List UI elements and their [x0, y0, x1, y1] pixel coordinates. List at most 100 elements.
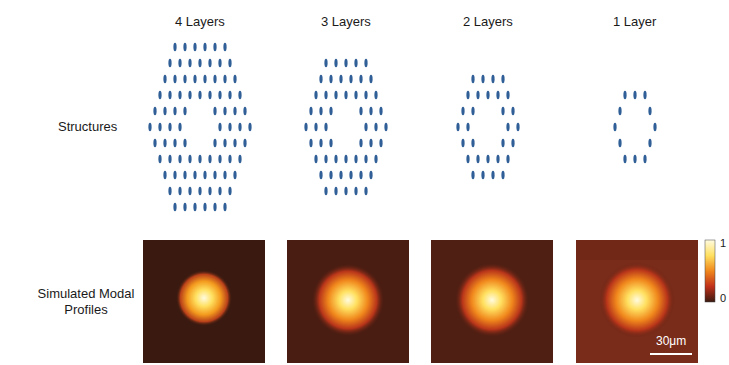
- rod: [643, 91, 646, 99]
- rod: [339, 171, 342, 179]
- rod: [203, 75, 206, 83]
- rod: [203, 171, 206, 179]
- rod: [334, 59, 337, 67]
- rod: [329, 107, 332, 115]
- rod: [466, 123, 469, 131]
- rod: [319, 107, 322, 115]
- rod: [203, 203, 206, 211]
- label: 2 Layers: [463, 14, 513, 30]
- rod: [476, 155, 479, 163]
- rod: [193, 75, 196, 83]
- rod: [243, 139, 246, 147]
- rod: [359, 171, 362, 179]
- rod: [218, 155, 221, 163]
- rod: [173, 43, 176, 51]
- rod: [314, 91, 317, 99]
- label: 1: [720, 237, 726, 250]
- rod: [374, 91, 377, 99]
- rod: [178, 187, 181, 195]
- rod: [481, 171, 484, 179]
- rod: [213, 75, 216, 83]
- rod: [208, 59, 211, 67]
- rod: [511, 107, 514, 115]
- rod: [466, 91, 469, 99]
- rod: [198, 91, 201, 99]
- rod: [334, 187, 337, 195]
- rod: [369, 139, 372, 147]
- rod: [324, 155, 327, 163]
- rod: [228, 123, 231, 131]
- rod: [223, 139, 226, 147]
- rod: [364, 155, 367, 163]
- rod: [653, 123, 656, 131]
- rod: [329, 75, 332, 83]
- rod: [334, 155, 337, 163]
- rod: [481, 75, 484, 83]
- rod: [496, 155, 499, 163]
- rod: [148, 123, 151, 131]
- rod: [506, 155, 509, 163]
- rod: [623, 91, 626, 99]
- rod: [379, 107, 382, 115]
- rod: [461, 139, 464, 147]
- rod: [319, 139, 322, 147]
- rod: [643, 155, 646, 163]
- rod: [173, 107, 176, 115]
- rod: [329, 139, 332, 147]
- rod: [324, 59, 327, 67]
- rod: [369, 75, 372, 83]
- rod: [339, 75, 342, 83]
- rod: [501, 139, 504, 147]
- rod: [359, 139, 362, 147]
- rod: [364, 123, 367, 131]
- rod: [633, 155, 636, 163]
- rod: [163, 139, 166, 147]
- rod: [344, 155, 347, 163]
- rod: [486, 91, 489, 99]
- rod: [384, 123, 387, 131]
- rod: [183, 139, 186, 147]
- modal-profiles: [143, 240, 698, 363]
- rod: [233, 75, 236, 83]
- rod: [359, 75, 362, 83]
- rod: [369, 107, 372, 115]
- rod: [153, 139, 156, 147]
- rod: [183, 75, 186, 83]
- rod: [359, 107, 362, 115]
- rod: [613, 123, 616, 131]
- rod: [491, 171, 494, 179]
- label: Structures: [58, 119, 117, 135]
- rod: [319, 75, 322, 83]
- rod: [218, 59, 221, 67]
- rod: [158, 155, 161, 163]
- rod: [648, 139, 651, 147]
- rod: [354, 59, 357, 67]
- rod: [354, 187, 357, 195]
- rod: [163, 171, 166, 179]
- rod: [238, 123, 241, 131]
- rod: [178, 59, 181, 67]
- rod: [349, 75, 352, 83]
- rod: [228, 59, 231, 67]
- rod: [178, 123, 181, 131]
- rod: [648, 107, 651, 115]
- rod: [304, 123, 307, 131]
- rod: [461, 107, 464, 115]
- label: 4 Layers: [175, 14, 225, 30]
- rod: [623, 155, 626, 163]
- rod: [168, 91, 171, 99]
- rod: [213, 107, 216, 115]
- rod: [329, 171, 332, 179]
- rod: [471, 107, 474, 115]
- rod: [633, 91, 636, 99]
- rod: [218, 91, 221, 99]
- rod: [496, 91, 499, 99]
- rod: [511, 139, 514, 147]
- rod: [153, 107, 156, 115]
- rod: [188, 59, 191, 67]
- label: Simulated Modal Profiles: [31, 286, 141, 317]
- rod: [183, 203, 186, 211]
- rod: [168, 123, 171, 131]
- rod: [248, 123, 251, 131]
- rod: [218, 187, 221, 195]
